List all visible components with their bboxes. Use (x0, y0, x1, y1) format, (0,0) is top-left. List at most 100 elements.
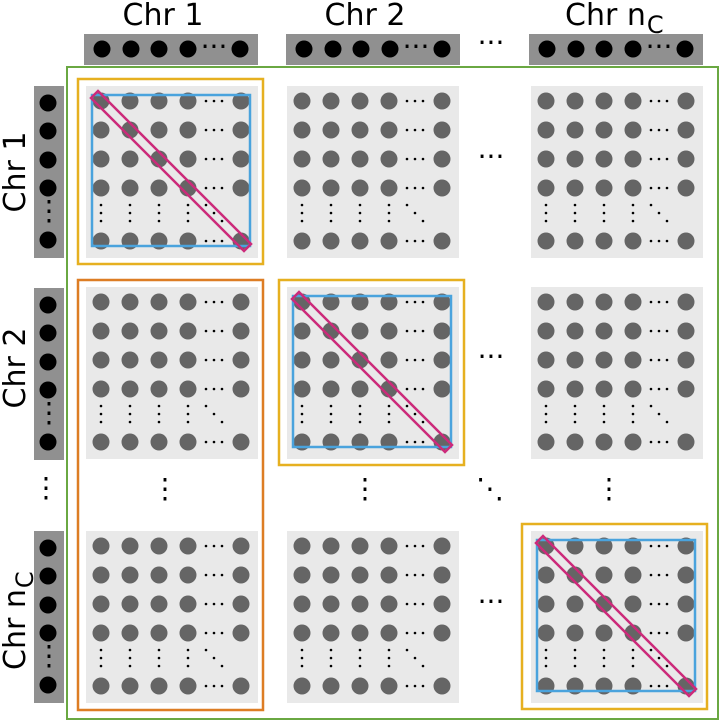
genotype-dot (92, 677, 110, 695)
chromosome-bar-bg (529, 34, 703, 65)
ellipsis-dot (544, 211, 548, 215)
ellipsis-dot (413, 211, 417, 215)
ellipsis-dot (128, 203, 132, 207)
ellipsis-col3: ⋮ (595, 472, 623, 505)
genotype-dot (293, 121, 311, 139)
genotype-dot (92, 433, 110, 451)
ellipsis-dot (413, 157, 417, 161)
genotype-dot (293, 351, 311, 369)
genotype-dot (232, 595, 250, 613)
genotype-dot (121, 150, 139, 168)
genotype-dot (150, 351, 168, 369)
block-r3-c1 (86, 531, 258, 703)
chromosome-dot (39, 539, 57, 557)
ellipsis-dot (544, 420, 548, 424)
ellipsis-dot (413, 300, 417, 304)
ellipsis-dot (649, 544, 653, 548)
ellipsis-dot (421, 157, 425, 161)
ellipsis-dot (405, 300, 409, 304)
genotype-dot (351, 293, 369, 311)
ellipsis-dot (300, 203, 304, 207)
genotype-dot (92, 380, 110, 398)
block-r2-c1 (86, 287, 258, 459)
ellipsis-dot (649, 157, 653, 161)
ellipsis-dot (99, 412, 103, 416)
ellipsis-dot (544, 219, 548, 223)
ellipsis-dot (157, 664, 161, 668)
ellipsis-dot (544, 648, 548, 652)
ellipsis-dot (421, 186, 425, 190)
genotype-dot (380, 677, 398, 695)
ellipsis-dot (204, 239, 208, 243)
genotype-dot (595, 92, 613, 110)
genotype-dot (380, 322, 398, 340)
genotype-dot (351, 92, 369, 110)
ellipsis-dot (421, 300, 425, 304)
genotype-dot (677, 380, 695, 398)
genotype-dot (624, 121, 642, 139)
genotype-dot (150, 537, 168, 555)
ellipsis-row1: ··· (478, 140, 505, 173)
chromosome-ellipsis: ⋮ (35, 194, 63, 227)
diagonal-band (89, 89, 253, 253)
ellipsis-dot (358, 404, 362, 408)
ellipsis-dot (99, 656, 103, 660)
ellipsis-col-header: ··· (478, 26, 505, 59)
ellipsis-dot (220, 631, 224, 635)
genotype-dot (150, 121, 168, 139)
ellipsis-dot (657, 387, 661, 391)
genotype-dot (322, 351, 340, 369)
ellipsis-dot (413, 631, 417, 635)
genotype-dot (232, 566, 250, 584)
genotype-dot (537, 92, 555, 110)
ellipsis-dot (413, 573, 417, 577)
ellipsis-dot (657, 186, 661, 190)
ellipsis-dot (631, 219, 635, 223)
chromosome-dot (39, 296, 57, 314)
ellipsis-dot (212, 573, 216, 577)
genotype-dot (433, 624, 451, 642)
ellipsis-dot (212, 329, 216, 333)
ellipsis-dot (421, 387, 425, 391)
genotype-dot (351, 150, 369, 168)
genotype-dot (595, 566, 613, 584)
genotype-dot (677, 293, 695, 311)
ellipsis-dot (421, 358, 425, 362)
chromosome-dot (93, 40, 111, 58)
ellipsis-dot (212, 211, 216, 215)
ellipsis-dot (128, 656, 132, 660)
ellipsis-dot (665, 420, 669, 424)
ellipsis-dot (657, 631, 661, 635)
ellipsis-dot (602, 664, 606, 668)
genotype-dot (92, 322, 110, 340)
ellipsis-dot (573, 420, 577, 424)
ellipsis-dot (649, 128, 653, 132)
genotype-dot (121, 322, 139, 340)
genotype-dot (121, 92, 139, 110)
ellipsis-dot (157, 656, 161, 660)
ellipsis-dot (358, 203, 362, 207)
ellipsis-dot (329, 656, 333, 660)
chromosome-bar-bg (34, 288, 64, 460)
genotype-dot (537, 179, 555, 197)
ellipsis-dot (413, 239, 417, 243)
genotype-dot (351, 322, 369, 340)
ellipsis-dot (413, 440, 417, 444)
genotype-dot (232, 537, 250, 555)
genotype-dot (293, 677, 311, 695)
ellipsis-dot (212, 602, 216, 606)
genotype-dot (380, 537, 398, 555)
ellipsis-dot (665, 186, 669, 190)
ellipsis-dot (602, 420, 606, 424)
genotype-dot (566, 92, 584, 110)
ellipsis-dot (573, 656, 577, 660)
genotype-dot (293, 566, 311, 584)
genotype-dot (537, 121, 555, 139)
ellipsis-dot (665, 664, 669, 668)
ellipsis-dot (220, 684, 224, 688)
ellipsis-dot (665, 544, 669, 548)
row-label-chrnc-sub: C (11, 571, 39, 588)
ellipsis-dot (421, 219, 425, 223)
genotype-dot (121, 595, 139, 613)
ellipsis-dot (602, 404, 606, 408)
